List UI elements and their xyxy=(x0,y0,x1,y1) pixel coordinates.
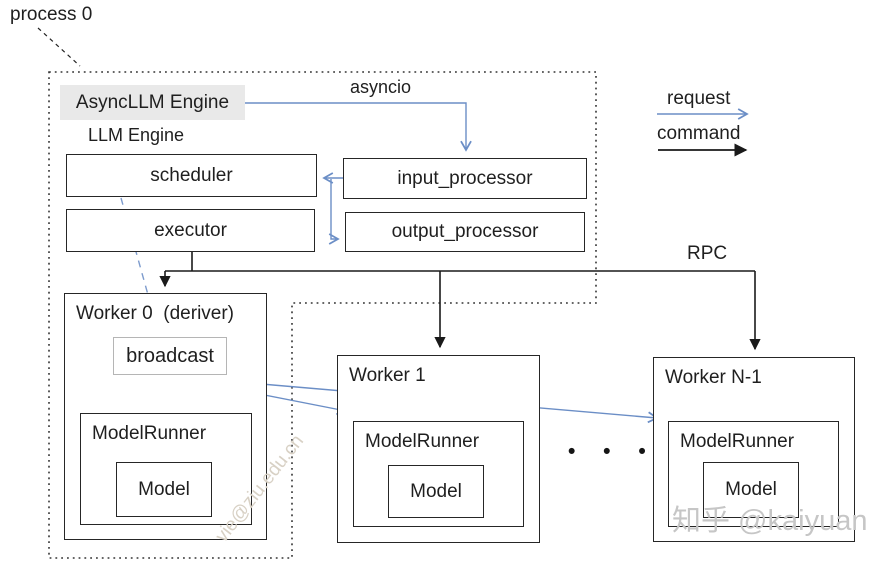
scheduler-box: scheduler xyxy=(66,154,317,197)
workers-ellipsis: • • • xyxy=(568,440,657,463)
process-label: process 0 xyxy=(10,4,93,25)
workerN-title: Worker N-1 xyxy=(665,367,762,388)
executor-box: executor xyxy=(66,209,315,252)
workerN-model-box: Model xyxy=(703,462,799,518)
worker1-model-box: Model xyxy=(388,465,484,518)
broadcast-box: broadcast xyxy=(113,337,227,375)
worker0-title: Worker 0 (deriver) xyxy=(76,303,235,324)
watermark-credit: 知乎 @kaiyuan xyxy=(672,505,868,537)
process-pointer-line xyxy=(37,27,81,67)
legend-command-label: command xyxy=(657,123,741,144)
worker0-model-box: Model xyxy=(116,462,212,517)
input-processor-box: input_processor xyxy=(343,158,587,199)
output-processor-box: output_processor xyxy=(345,212,585,252)
llm-engine-label: LLM Engine xyxy=(88,125,185,145)
rpc-label: RPC xyxy=(687,243,728,264)
worker1-title: Worker 1 xyxy=(349,365,426,386)
arrow-to-output-processor xyxy=(328,179,340,245)
worker1-modelrunner-label: ModelRunner xyxy=(365,431,480,452)
legend-request-label: request xyxy=(667,88,731,109)
asyncio-label: asyncio xyxy=(350,77,412,97)
asyncllm-engine-box: AsyncLLM Engine xyxy=(60,85,245,120)
workerN-modelrunner-label: ModelRunner xyxy=(680,431,795,452)
arrow-asyncio xyxy=(245,102,472,152)
worker0-modelrunner-label: ModelRunner xyxy=(92,423,207,444)
